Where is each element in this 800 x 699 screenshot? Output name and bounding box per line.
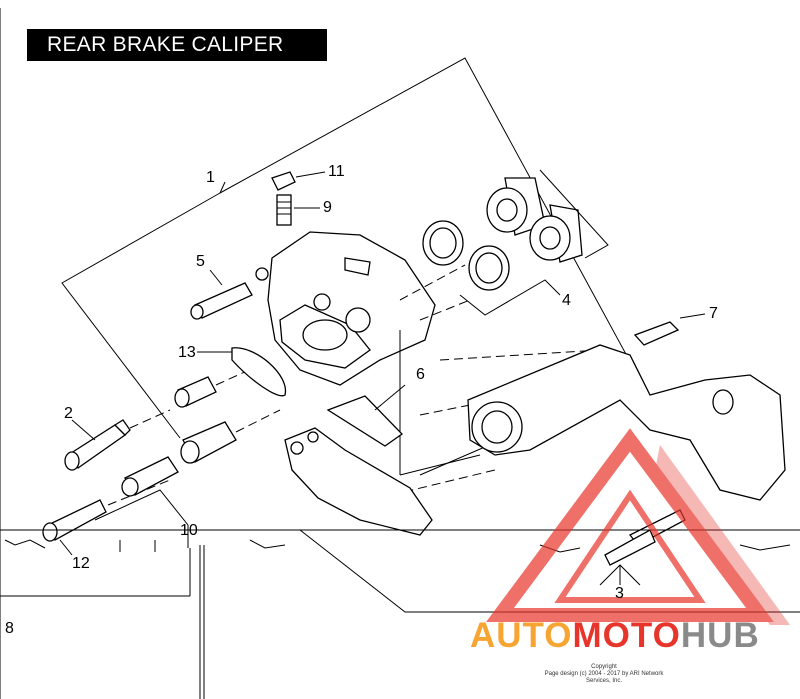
- part-seal-13: [197, 347, 287, 397]
- assembly-dashes: [349, 264, 601, 506]
- watermark-triangle: [486, 428, 790, 625]
- part-bleeder-9-11: [271, 171, 326, 226]
- callout-13: 13: [178, 344, 196, 361]
- callout-8: 8: [5, 620, 14, 637]
- callout-3: 3: [615, 585, 624, 602]
- lower-band: [0, 529, 800, 553]
- callout-1: 1: [206, 169, 215, 186]
- part-brake-pad: [284, 427, 433, 536]
- callout-5: 5: [196, 253, 205, 270]
- callout-9: 9: [323, 199, 332, 216]
- part-clip-6: [326, 384, 406, 447]
- callout-10: 10: [180, 522, 198, 539]
- watermark-logo: AUTOMOTOHUB: [470, 618, 760, 654]
- copyright-line-1: Copyright: [591, 664, 617, 670]
- copyright-notice: Copyright Page design (c) 2004 - 2017 by…: [534, 664, 674, 685]
- part-pistons-4: [422, 169, 609, 316]
- callout-7: 7: [709, 305, 718, 322]
- logo-auto: AUTO: [470, 616, 573, 655]
- callout-2: 2: [64, 405, 73, 422]
- callout-6: 6: [416, 366, 425, 383]
- logo-moto: MOTO: [572, 616, 681, 655]
- logo-hub: HUB: [680, 616, 760, 655]
- diagram-title: REAR BRAKE CALIPER: [27, 29, 327, 61]
- part-bolt-12: [42, 479, 171, 556]
- part-caliper-body-1: [267, 231, 436, 386]
- callout-4: 4: [562, 292, 571, 309]
- part-bolt-5: [190, 267, 269, 320]
- part-pin-2: [64, 409, 171, 471]
- callout-12: 12: [72, 555, 90, 572]
- part-bracket-7: [399, 313, 786, 501]
- part-pistons-10: [94, 364, 281, 548]
- copyright-line-2: Page design (c) 2004 - 2017 by ARI Netwo…: [544, 671, 664, 684]
- frame-lines: [0, 8, 205, 699]
- callout-11: 11: [328, 163, 345, 180]
